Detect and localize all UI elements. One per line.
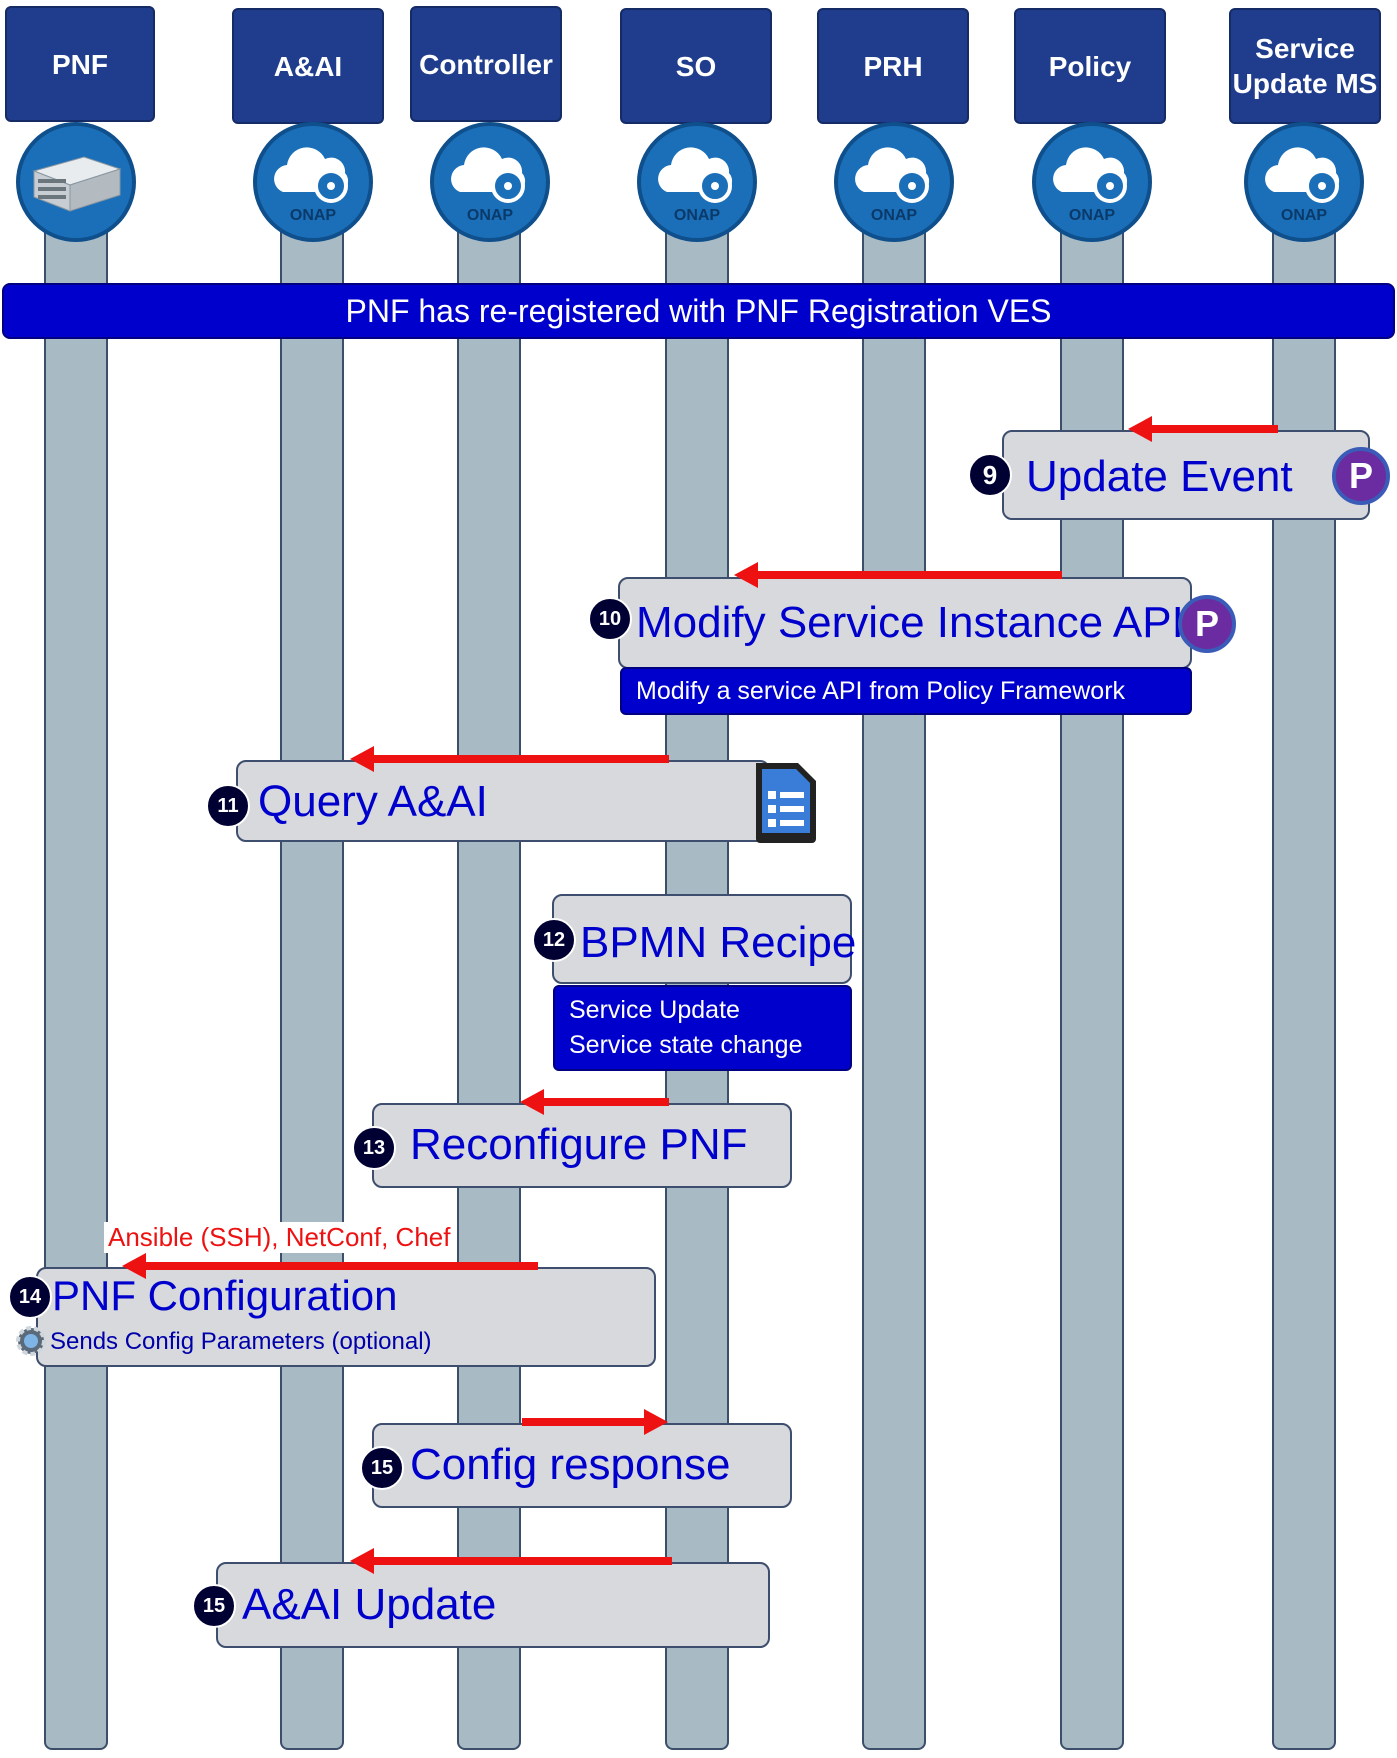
arrow-step-15a [522, 1409, 668, 1435]
header-controller-label: Controller [419, 48, 553, 80]
header-so-label: SO [675, 50, 717, 82]
onap-cloud-icon: ONAP [253, 122, 373, 242]
step-12-title: BPMN Recipe [580, 918, 857, 967]
step-number-9: 9 [968, 453, 1012, 497]
arrow-head [350, 746, 374, 772]
document-list-icon [756, 763, 816, 843]
step-number-11: 11 [206, 784, 250, 828]
step-12-note-line1: Service Update [569, 996, 740, 1024]
step-number-10: 10 [588, 597, 632, 641]
arrow-head [520, 1089, 544, 1115]
onap-logo-text: ONAP [1281, 207, 1328, 224]
onap-cloud-icon: ONAP [1244, 122, 1364, 242]
onap-cloud-icon: ONAP [637, 122, 757, 242]
header-so: SO [620, 8, 772, 124]
lifeline-controller [457, 200, 521, 1750]
header-prh: PRH [817, 8, 969, 124]
arrow-step-9 [1128, 416, 1278, 442]
step-12-box [552, 894, 852, 984]
step-11-title: Query A&AI [258, 777, 488, 826]
arrow-head [1128, 416, 1152, 442]
step-11-box [236, 760, 770, 842]
header-policy: Policy [1014, 8, 1166, 124]
arrow-head [734, 562, 758, 588]
onap-logo-text: ONAP [467, 207, 514, 224]
banner-text: PNF has re-registered with PNF Registrat… [345, 292, 1052, 329]
step-10-note-text: Modify a service API from Policy Framewo… [636, 677, 1126, 705]
step-15b-box [216, 1562, 770, 1648]
lifeline-aai [280, 200, 344, 1750]
header-service-update-ms: Service Update MS [1229, 8, 1381, 124]
protocols-label: Ansible (SSH), NetConf, Chef [104, 1222, 455, 1253]
header-controller: Controller [410, 6, 562, 122]
policy-badge-icon: P [1178, 595, 1236, 653]
header-policy-label: Policy [1048, 50, 1132, 82]
step-10-title: Modify Service Instance API [636, 598, 1184, 647]
arrow-head [122, 1253, 146, 1279]
step-12-note-line2: Service state change [569, 1031, 803, 1059]
lifeline-prh [862, 200, 926, 1750]
step-number-12: 12 [532, 918, 576, 962]
policy-badge-icon: P [1332, 447, 1390, 505]
arrow-step-11 [350, 746, 669, 772]
arrow-head [644, 1409, 668, 1435]
onap-cloud-icon: ONAP [430, 122, 550, 242]
step-13-title: Reconfigure PNF [410, 1120, 748, 1169]
step-15a-title: Config response [410, 1440, 731, 1489]
arrow-step-13 [520, 1089, 669, 1115]
onap-logo-text: ONAP [290, 207, 337, 224]
step-9-title: Update Event [1026, 452, 1293, 501]
step-15b-title: A&AI Update [242, 1580, 497, 1629]
lifeline-pnf [44, 200, 108, 1750]
header-pnf: PNF [5, 6, 155, 122]
step-10-note: Modify a service API from Policy Framewo… [620, 667, 1192, 715]
header-service-update-ms-label: Service Update MS [1232, 33, 1378, 99]
onap-logo-text: ONAP [1069, 207, 1116, 224]
arrow-step-15b [350, 1548, 672, 1574]
step-number-15a: 15 [360, 1446, 404, 1490]
step-14-box [36, 1267, 656, 1367]
header-aai-label: A&AI [273, 50, 343, 82]
header-prh-label: PRH [863, 50, 923, 82]
step-number-15b: 15 [192, 1584, 236, 1628]
step-14-subtitle: Sends Config Parameters (optional) [50, 1328, 432, 1355]
arrow-step-14 [122, 1253, 538, 1279]
gear-icon [16, 1326, 46, 1356]
header-pnf-label: PNF [52, 48, 108, 80]
onap-cloud-icon: ONAP [1032, 122, 1152, 242]
step-9-box [1002, 430, 1370, 520]
step-number-14: 14 [8, 1275, 52, 1319]
reregistration-banner: PNF has re-registered with PNF Registrat… [2, 283, 1395, 339]
onap-logo-text: ONAP [871, 207, 918, 224]
onap-logo-text: ONAP [674, 207, 721, 224]
step-number-13: 13 [352, 1126, 396, 1170]
step-12-note: Service Update Service state change [553, 985, 852, 1071]
arrow-step-10 [734, 562, 1062, 588]
onap-cloud-icon: ONAP [834, 122, 954, 242]
server-hardware-icon [16, 122, 136, 242]
step-14-title: PNF Configuration [52, 1272, 398, 1319]
arrow-head [350, 1548, 374, 1574]
header-aai: A&AI [232, 8, 384, 124]
